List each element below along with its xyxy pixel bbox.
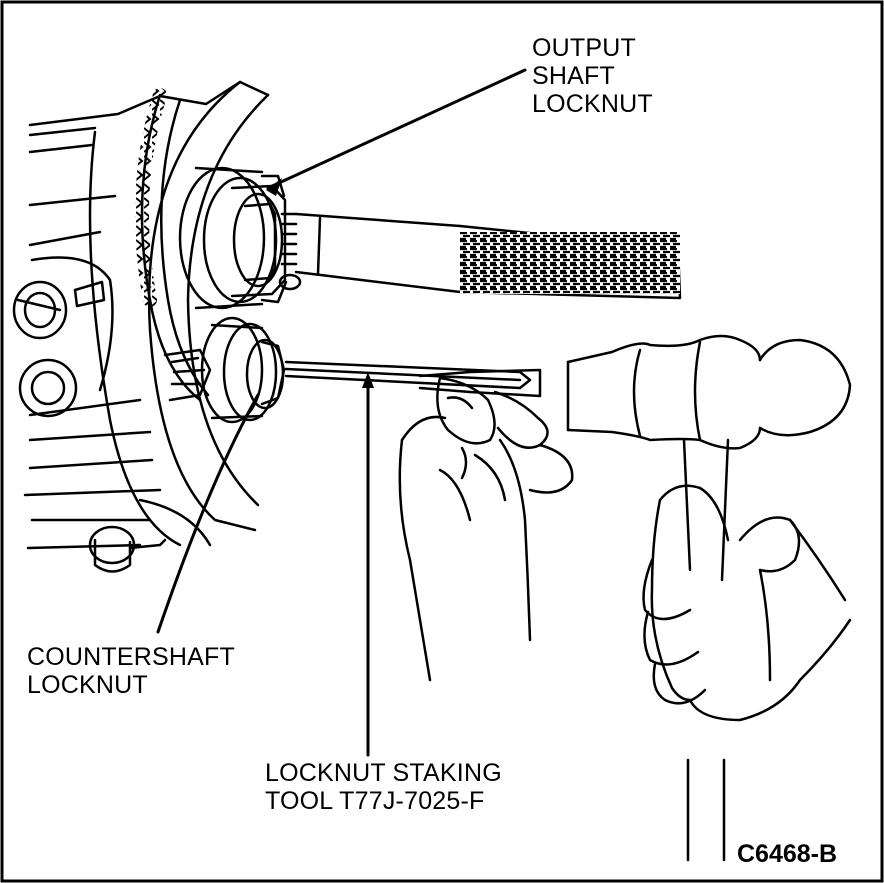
label-line: LOCKNUT STAKING: [265, 759, 502, 787]
countershaft-assembly: [163, 316, 286, 424]
label-line: OUTPUT: [532, 34, 636, 62]
label-line: COUNTERSHAFT: [27, 643, 235, 671]
figure-code: C6468-B: [737, 840, 838, 868]
label-locknut-staking-tool: LOCKNUT STAKING TOOL T77J-7025-F: [265, 759, 502, 815]
label-output-shaft-locknut: OUTPUT SHAFT LOCKNUT: [532, 34, 653, 118]
leader-countershaft-locknut: [156, 393, 260, 634]
label-line: SHAFT: [532, 62, 615, 90]
output-shaft-assembly: [178, 166, 298, 310]
arrowhead-staking: [362, 372, 374, 388]
label-line: TOOL T77J-7025-F: [265, 787, 485, 815]
label-line: LOCKNUT: [532, 90, 653, 118]
hand-holding-tool: [398, 376, 574, 682]
ball-peen-hammer: [566, 334, 852, 862]
transmission-case: [12, 80, 270, 573]
label-line: LOCKNUT: [27, 671, 148, 699]
leader-output-locknut: [266, 68, 527, 190]
arrowhead-output: [266, 178, 282, 196]
output-shaft-splines: [460, 232, 680, 294]
label-countershaft-locknut: COUNTERSHAFT LOCKNUT: [27, 643, 235, 699]
staking-tool: [284, 360, 542, 398]
hand-holding-hammer: [642, 484, 852, 722]
